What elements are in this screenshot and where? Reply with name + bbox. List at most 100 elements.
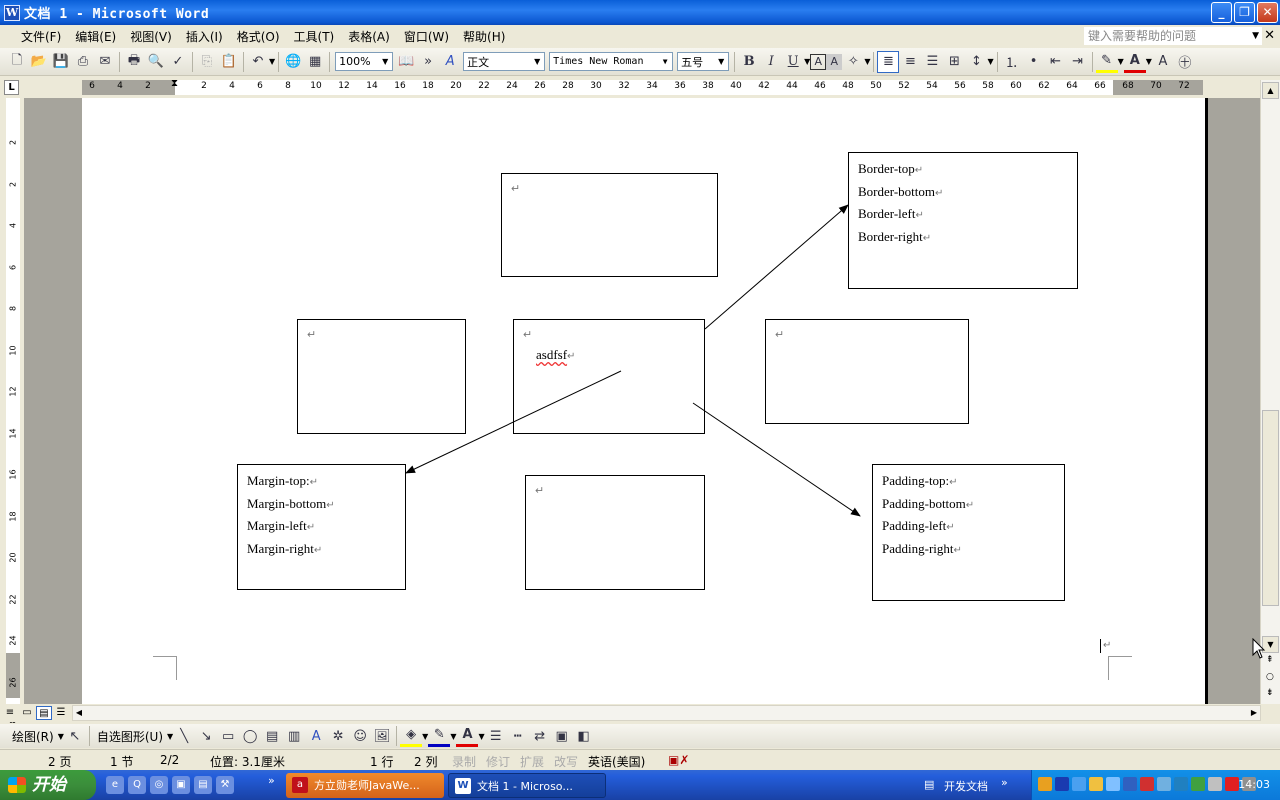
tray-icon[interactable] <box>1191 777 1205 791</box>
tray-icon[interactable] <box>1242 777 1256 791</box>
decrease-indent-icon[interactable]: ⇤ <box>1050 54 1062 69</box>
qq-icon[interactable]: Q <box>128 776 146 794</box>
rectangle-tool-icon[interactable]: ▭ <box>222 728 235 744</box>
scroll-down-button[interactable]: ▼ <box>1262 636 1279 653</box>
font-size-select[interactable]: 五号▼ <box>677 52 730 71</box>
menu-file[interactable]: 文件(F) <box>21 29 62 44</box>
tray-icon[interactable] <box>1174 777 1188 791</box>
distributed-align-button[interactable]: ⊞ <box>949 54 960 69</box>
bold-button[interactable]: B <box>743 54 755 69</box>
normal-view-icon[interactable]: ≡ <box>5 707 15 718</box>
line-color-icon[interactable]: ✎ <box>428 725 451 747</box>
help-search-input[interactable]: 键入需要帮助的问题 ▼ <box>1084 27 1262 45</box>
dash-style-icon[interactable]: ┅ <box>513 728 522 744</box>
insert-table-icon[interactable]: ▦ <box>309 54 322 69</box>
text-box-center[interactable]: ↵ asdfsf↵ <box>513 319 705 434</box>
browse-object-icon[interactable]: ○ <box>1266 672 1274 682</box>
highlight-icon[interactable]: ✎ <box>1095 51 1118 73</box>
autoshapes-menu[interactable]: 自选图形(U) <box>96 729 164 744</box>
menu-view[interactable]: 视图(V) <box>130 29 172 44</box>
print-preview-icon[interactable]: 🔍 <box>147 54 165 69</box>
media-icon[interactable]: ▣ <box>172 776 190 794</box>
folder-icon[interactable]: ▤ <box>194 776 212 794</box>
font-select[interactable]: Times New Roman▼ <box>549 52 674 71</box>
research-icon[interactable]: 📖 <box>398 54 415 69</box>
menu-insert[interactable]: 插入(I) <box>185 29 223 44</box>
chevron-down-icon[interactable]: ▼ <box>864 57 871 66</box>
insert-picture-icon[interactable]: 🖼 <box>373 728 391 744</box>
phonetic-guide-icon[interactable]: A <box>1158 54 1168 69</box>
vertical-scrollbar[interactable]: ▲ ▼ ⇞ ○ ⇟ <box>1260 80 1280 704</box>
open-folder-icon[interactable]: 📂 <box>30 54 48 69</box>
tray-icon[interactable] <box>1089 777 1103 791</box>
scroll-up-button[interactable]: ▲ <box>1262 82 1279 99</box>
devdocs-toolbar[interactable]: 开发文档 <box>944 780 988 793</box>
undo-icon[interactable]: ↶ <box>252 54 264 69</box>
line-style-icon[interactable]: ☰ <box>489 728 502 744</box>
arrow-tool-icon[interactable]: ↘ <box>200 728 212 744</box>
paste-icon[interactable]: 📋 <box>220 54 238 69</box>
enclose-characters-icon[interactable]: ㊉ <box>1178 56 1192 71</box>
restore-button[interactable]: ❐ <box>1234 2 1255 23</box>
spelling-status-icon[interactable]: ▣✗ <box>668 753 690 767</box>
menu-tools[interactable]: 工具(T) <box>293 29 335 44</box>
styles-pane-icon[interactable]: A <box>445 54 455 69</box>
zoom-select[interactable]: 100%▼ <box>335 52 394 71</box>
margin-text-box[interactable]: Margin-top:↵ Margin-bottom↵ Margin-left↵… <box>237 464 406 590</box>
shadow-style-icon[interactable]: ▣ <box>555 728 568 744</box>
permission-icon[interactable]: ⎙ <box>77 54 89 69</box>
email-icon[interactable]: ✉ <box>99 54 111 69</box>
document-page[interactable]: ↵ Border-top↵ Border-bottom↵ Border-left… <box>82 98 1205 704</box>
chevron-down-icon[interactable]: ▼ <box>450 731 457 741</box>
text-box-left[interactable]: ↵ <box>297 319 466 434</box>
save-icon[interactable]: 💾 <box>52 54 70 69</box>
tray-icon[interactable] <box>1208 777 1222 791</box>
tray-icon[interactable] <box>1123 777 1137 791</box>
font-color-draw-icon[interactable]: A <box>456 725 479 747</box>
status-record[interactable]: 录制 <box>452 755 477 769</box>
chevron-down-icon[interactable]: ▼ <box>1145 57 1152 66</box>
taskbar-item-word[interactable]: W 文档 1 - Microso... <box>448 773 606 798</box>
text-box-right[interactable]: ↵ <box>765 319 969 424</box>
new-document-icon[interactable]: 🗋 <box>11 52 23 68</box>
tray-icon[interactable] <box>1140 777 1154 791</box>
align-right-button[interactable]: ☰ <box>926 54 939 69</box>
start-button[interactable]: 开始 <box>0 770 96 800</box>
chevron-down-icon[interactable]: ▼ <box>422 731 429 741</box>
menu-format[interactable]: 格式(O) <box>236 29 280 44</box>
chevron-down-icon[interactable]: ▼ <box>57 731 64 741</box>
scroll-left-button[interactable]: ◀ <box>75 708 83 717</box>
menu-table[interactable]: 表格(A) <box>348 29 390 44</box>
style-select[interactable]: 正文▼ <box>463 52 546 71</box>
quick-launch-more-icon[interactable]: » <box>268 774 275 787</box>
word-app-icon[interactable]: W <box>4 4 20 21</box>
tray-icon[interactable] <box>1055 777 1069 791</box>
chevron-down-icon[interactable]: ▼ <box>1252 31 1259 41</box>
arrow-style-icon[interactable]: ⇄ <box>534 728 546 744</box>
toolbar-folder-icon[interactable]: ▤ <box>924 778 935 791</box>
tray-icon[interactable] <box>1225 777 1239 791</box>
tray-icon[interactable] <box>1038 777 1052 791</box>
web-view-icon[interactable]: ▭ <box>22 707 32 718</box>
next-page-icon[interactable]: ⇟ <box>1266 688 1274 698</box>
wordart-icon[interactable]: A <box>311 728 321 744</box>
chevron-down-icon[interactable]: ▼ <box>1117 57 1124 66</box>
border-text-box[interactable]: Border-top↵ Border-bottom↵ Border-left↵ … <box>848 152 1078 289</box>
chevron-down-icon[interactable]: ▼ <box>167 731 174 741</box>
previous-page-icon[interactable]: ⇞ <box>1266 655 1274 665</box>
vertical-text-box-icon[interactable]: ▥ <box>288 728 301 744</box>
text-effects-icon[interactable]: ✧ <box>847 54 859 69</box>
toolbar-more-icon[interactable]: » <box>1001 776 1008 789</box>
document-close-icon[interactable]: ✕ <box>1264 28 1275 43</box>
chevron-down-icon[interactable]: ▼ <box>478 731 485 741</box>
diagram-icon[interactable]: ✲ <box>332 728 344 744</box>
numbering-icon[interactable]: ⒈ <box>1005 56 1019 71</box>
tray-icon[interactable] <box>1106 777 1120 791</box>
scroll-right-button[interactable]: ▶ <box>1250 708 1258 717</box>
bullets-icon[interactable]: • <box>1029 54 1038 69</box>
fill-color-icon[interactable]: ◈ <box>400 725 423 747</box>
chevron-down-icon[interactable]: ▼ <box>987 57 994 66</box>
italic-button[interactable]: I <box>768 54 774 69</box>
text-box-tool-icon[interactable]: ▤ <box>266 728 279 744</box>
